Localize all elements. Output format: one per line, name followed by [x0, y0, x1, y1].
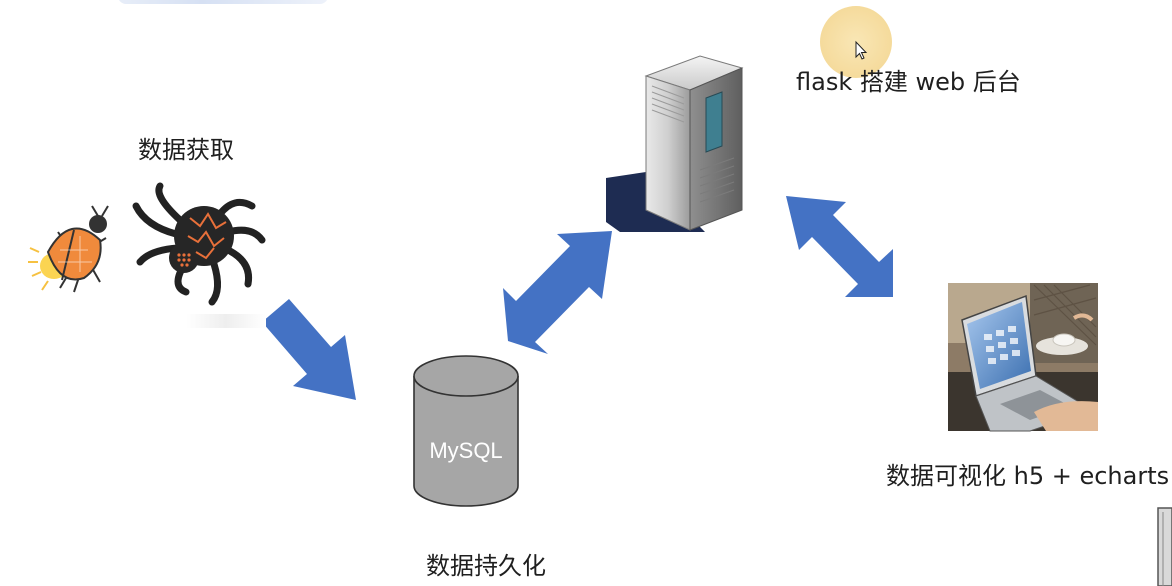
label-data-visualization: 数据可视化 h5 + echarts	[886, 462, 1170, 490]
double-arrow-server-visualization	[786, 196, 893, 297]
server-icon	[606, 55, 744, 232]
header-fragment	[118, 0, 328, 4]
arrow-crawler-to-db	[262, 299, 356, 400]
mouse-pointer-icon	[855, 40, 868, 60]
label-data-acquisition: 数据获取	[138, 136, 234, 164]
label-data-persistence: 数据持久化	[426, 552, 546, 580]
spider-icon	[132, 182, 266, 306]
crawler-shadow	[186, 314, 266, 328]
database-label: MySQL	[429, 438, 503, 463]
firefly-icon	[28, 205, 109, 293]
double-arrow-db-server	[503, 231, 612, 354]
label-flask-backend: flask 搭建 web 后台	[796, 68, 1021, 96]
laptop-photo	[948, 283, 1098, 432]
cropped-object-edge	[1157, 507, 1172, 586]
mysql-database-icon	[413, 355, 519, 507]
